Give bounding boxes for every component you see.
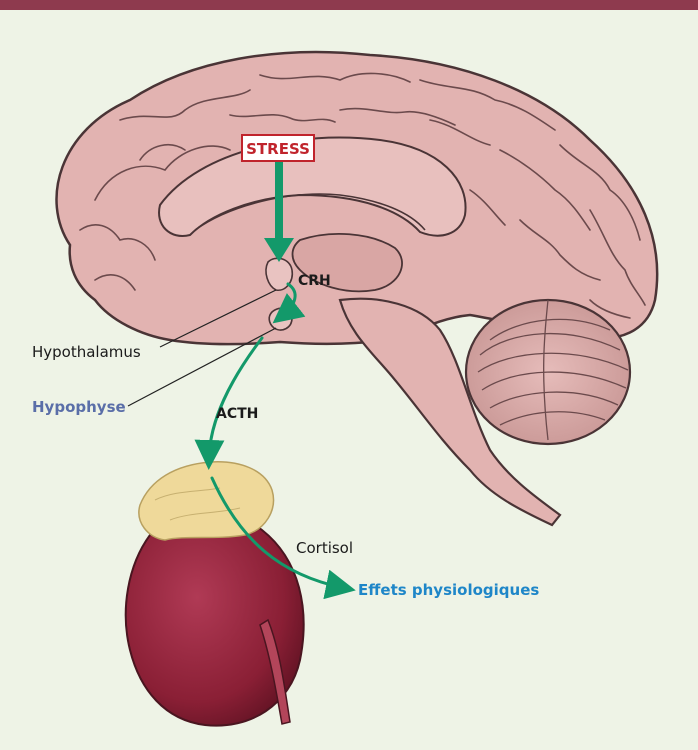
hypothalamus-label: Hypothalamus (32, 343, 141, 361)
acth-label: ACTH (216, 406, 258, 422)
effets-label: Effets physiologiques (358, 581, 539, 599)
adrenal-gland (139, 462, 274, 540)
stress-box: STRESS (242, 135, 314, 161)
stress-label: STRESS (246, 140, 310, 158)
acth-arrow (209, 338, 262, 458)
crh-label: CRH (298, 273, 331, 289)
kidney-adrenal (126, 462, 304, 726)
cortisol-label: Cortisol (296, 539, 353, 557)
cerebellum (466, 300, 630, 444)
hypophyse-label: Hypophyse (32, 398, 126, 416)
brain (57, 52, 658, 525)
